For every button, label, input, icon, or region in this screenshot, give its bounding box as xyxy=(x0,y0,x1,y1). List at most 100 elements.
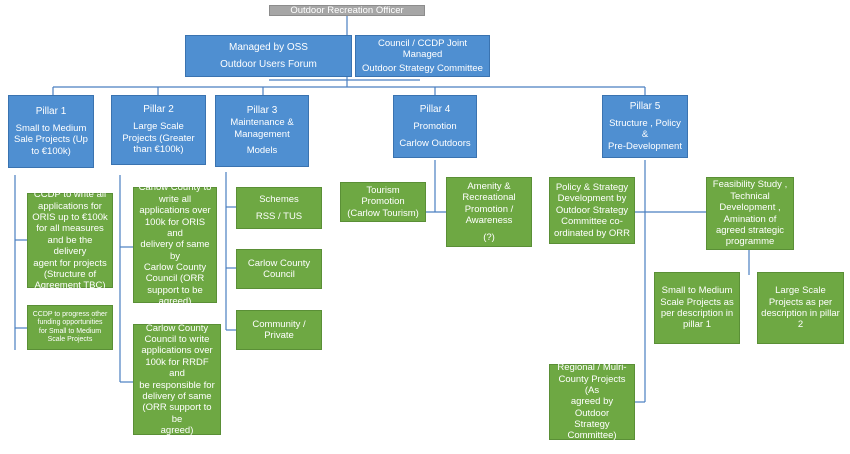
county-oris-line-6: Carlow County xyxy=(143,262,207,274)
feasibility-line-5: agreed strategic xyxy=(715,224,785,236)
pillar-2-title: Pillar 2 xyxy=(143,104,174,116)
tourism-line-1: Tourism Promotion xyxy=(361,184,405,208)
tourism-promotion-box: Tourism Promotion (Carlow Tourism) xyxy=(340,182,426,222)
schemes-line-1: Schemes xyxy=(259,194,299,206)
pillar-5-title: Pillar 5 xyxy=(629,100,661,112)
county-rrdf-line-2: Council to write xyxy=(144,333,210,345)
county-oris-line-3: applications over xyxy=(139,205,211,217)
policy-line-3: Outdoor Strategy xyxy=(555,204,629,216)
feasibility-line-1: Feasibility Study , xyxy=(712,179,788,191)
county-rrdf-line-8: agreed) xyxy=(160,425,194,437)
small-medium-line-3: per description in xyxy=(660,308,734,319)
ccdp-write-line-5: and be the delivery xyxy=(47,234,93,258)
top-label: Outdoor Recreation Officer xyxy=(290,4,404,16)
pillar-3-title: Pillar 3 xyxy=(246,105,278,117)
pillar-2-desc-2: Projects (Greater xyxy=(122,132,195,144)
large-scale-line-3: description in pillar xyxy=(761,308,840,319)
ccdp-write-line-1: CCDP to write all xyxy=(33,189,107,201)
ccdp-progress-funding-box: CCDP to progress other funding opportuni… xyxy=(27,305,113,350)
county-oris-line-4: 100k for ORIS and xyxy=(144,216,206,239)
amenity-line-2: Recreational xyxy=(462,192,516,204)
joint-managed-line2: Outdoor Strategy Committee xyxy=(362,62,483,74)
pillar-4-desc-1: Promotion xyxy=(413,121,457,133)
large-scale-line-4: 2 xyxy=(797,319,804,331)
ccdp-progress-line-4: Scale Projects xyxy=(47,335,93,343)
ccdp-progress-line-2: funding opportunities xyxy=(37,319,103,327)
ccdp-write-line-6: agent for projects xyxy=(33,257,107,269)
pillar-4-title: Pillar 4 xyxy=(419,104,451,116)
community-private-box: Community / Private xyxy=(236,310,322,350)
feasibility-line-6: programme xyxy=(725,236,775,248)
regional-line-4: Strategy xyxy=(574,419,610,431)
regional-projects-box: Regional / Mulri- County Projects (As ag… xyxy=(549,362,635,441)
schemes-line-2: RSS / TUS xyxy=(255,210,303,222)
council-line-1: Carlow County xyxy=(247,257,311,269)
policy-strategy-box: Policy & Strategy Development by Outdoor… xyxy=(549,177,635,244)
feasibility-line-3: Development , xyxy=(719,202,781,214)
regional-line-3: agreed by Outdoor xyxy=(570,396,614,419)
outdoor-recreation-officer-box: Outdoor Recreation Officer xyxy=(269,5,425,16)
schemes-box: Schemes RSS / TUS xyxy=(236,187,322,229)
joint-managed-box: Council / CCDP Joint Managed Outdoor Str… xyxy=(355,35,490,77)
feasibility-line-4: Amination of xyxy=(723,213,777,225)
ccdp-write-applications-box: CCDP to write all applications for ORIS … xyxy=(27,189,113,292)
pillar-2-box: Pillar 2 Large Scale Projects (Greater t… xyxy=(111,95,206,165)
county-oris-line-8: support to be xyxy=(147,284,203,296)
community-line-2: Private xyxy=(264,330,294,341)
pillar-1-desc-3: to €100k) xyxy=(31,145,71,157)
county-oris-box: Carlow County to write all applications … xyxy=(133,182,217,307)
managed-oss-box: Managed by OSS Outdoor Users Forum xyxy=(185,35,352,77)
council-line-2: Council xyxy=(263,269,295,280)
small-medium-scale-box: Small to Medium Scale Projects as per de… xyxy=(654,272,740,344)
ccdp-write-line-7: (Structure of xyxy=(43,268,97,280)
amenity-line-1: Amenity & xyxy=(467,181,511,193)
ccdp-progress-line-3: for Small to Medium xyxy=(38,327,102,335)
pillar-4-extra: Carlow Outdoors xyxy=(399,137,471,149)
policy-line-2: Development by xyxy=(557,193,627,205)
small-medium-line-4: pillar 1 xyxy=(683,319,711,331)
pillar-1-title: Pillar 1 xyxy=(35,105,67,117)
policy-line-5: ordinated by ORR xyxy=(553,227,631,239)
ccdp-write-line-2: applications for xyxy=(38,200,102,212)
ccdp-progress-line-1: CCDP to progress other xyxy=(32,310,108,318)
feasibility-study-box: Feasibility Study , Technical Developmen… xyxy=(706,177,794,250)
tourism-line-2: (Carlow Tourism) xyxy=(347,207,419,219)
county-rrdf-box: Carlow County Council to write applicati… xyxy=(133,323,221,437)
joint-managed-line1: Council / CCDP Joint Managed xyxy=(377,38,468,61)
policy-line-1: Policy & Strategy xyxy=(555,182,629,194)
feasibility-line-2: Technical xyxy=(730,190,770,202)
county-rrdf-line-3: applications over xyxy=(141,345,213,357)
pillar-3-desc-2: Management xyxy=(234,128,290,140)
pillar-1-desc-2: Sale Projects (Up xyxy=(14,134,88,146)
managed-oss-line1: Managed by OSS xyxy=(229,41,308,53)
county-rrdf-line-5: be responsible for xyxy=(139,379,215,391)
pillar-5-desc-2: Pre-Development xyxy=(608,140,682,152)
county-oris-line-2: write all xyxy=(158,193,192,205)
pillar-3-extra: Models xyxy=(246,145,278,157)
ccdp-write-line-8: Agreement TBC) xyxy=(34,280,106,292)
pillar-3-box: Pillar 3 Maintenance & Management Models xyxy=(215,95,309,167)
pillar-1-desc-1: Small to Medium xyxy=(15,122,87,134)
policy-line-4: Committee co- xyxy=(561,216,623,228)
small-medium-line-2: Scale Projects as xyxy=(660,296,734,308)
county-oris-line-1: Carlow County to xyxy=(138,182,212,194)
pillar-5-box: Pillar 5 Structure , Policy & Pre-Develo… xyxy=(602,95,688,158)
county-rrdf-line-4: 100k for RRDF and xyxy=(145,356,209,380)
pillar-2-desc-1: Large Scale xyxy=(133,121,184,133)
amenity-line-4: Awareness xyxy=(465,215,513,227)
county-oris-line-7: Council (ORR xyxy=(145,273,205,285)
large-scale-line-1: Large Scale xyxy=(775,285,826,297)
community-line-1: Community / xyxy=(252,318,306,330)
large-scale-box: Large Scale Projects as per description … xyxy=(757,272,844,344)
regional-line-2: County Projects (As xyxy=(558,373,626,396)
amenity-extra: (?) xyxy=(483,231,495,243)
county-rrdf-line-7: (ORR support to be xyxy=(142,402,212,425)
ccdp-write-line-4: for all measures xyxy=(36,223,104,235)
amenity-promotion-box: Amenity & Recreational Promotion / Aware… xyxy=(446,177,532,247)
county-oris-line-9: agreed) xyxy=(158,296,192,308)
pillar-4-box: Pillar 4 Promotion Carlow Outdoors xyxy=(393,95,477,158)
large-scale-line-2: Projects as per xyxy=(768,296,833,308)
managed-oss-line2: Outdoor Users Forum xyxy=(220,58,317,70)
amenity-line-3: Promotion / xyxy=(464,203,514,215)
